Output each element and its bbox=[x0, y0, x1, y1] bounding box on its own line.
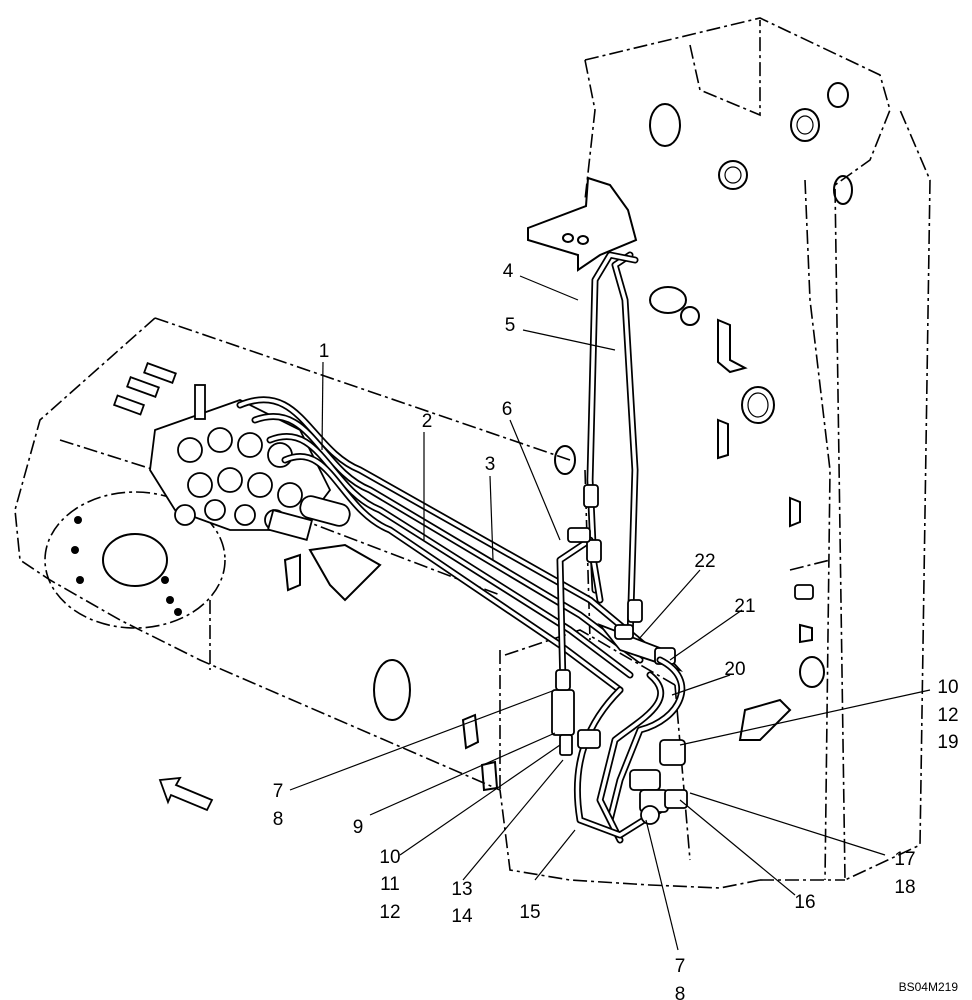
tower-tubes bbox=[556, 251, 643, 689]
callout-8-bottom: 8 bbox=[675, 984, 686, 1000]
leader-lines bbox=[289, 275, 931, 951]
callout-10-left: 10 bbox=[379, 847, 400, 868]
callout-9: 9 bbox=[353, 817, 364, 838]
callout-7-left: 7 bbox=[273, 781, 284, 802]
callout-7-bottom: 7 bbox=[675, 956, 686, 977]
callout-11: 11 bbox=[380, 874, 400, 895]
upper-bracket bbox=[527, 176, 638, 272]
forward-arrow-icon bbox=[158, 776, 214, 812]
junction-manifold bbox=[551, 622, 688, 844]
callout-17: 17 bbox=[894, 849, 915, 870]
callout-15: 15 bbox=[519, 902, 540, 923]
chassis-frame bbox=[14, 317, 761, 889]
callout-21: 21 bbox=[734, 596, 755, 617]
callout-12-left: 12 bbox=[379, 902, 400, 923]
callout-19: 19 bbox=[937, 732, 958, 753]
callout-2: 2 bbox=[422, 411, 433, 432]
callout-22: 22 bbox=[694, 551, 715, 572]
drawing-code: BS04M219 bbox=[898, 980, 958, 994]
control-valve bbox=[112, 362, 351, 541]
callout-20: 20 bbox=[724, 659, 745, 680]
upright-frame bbox=[554, 17, 931, 882]
callout-labels: 1 2 3 4 5 6 7 8 9 10 11 12 13 14 15 7 8 … bbox=[273, 261, 959, 1000]
callout-8-left: 8 bbox=[273, 809, 284, 830]
callout-16: 16 bbox=[794, 892, 815, 913]
callout-10-right: 10 bbox=[937, 677, 958, 698]
callout-4: 4 bbox=[503, 261, 514, 282]
callout-5: 5 bbox=[505, 315, 516, 336]
callout-18: 18 bbox=[894, 877, 915, 898]
hose-bundle bbox=[236, 396, 654, 694]
callout-13: 13 bbox=[451, 879, 472, 900]
callout-3: 3 bbox=[485, 454, 496, 475]
callout-12-right: 12 bbox=[937, 705, 958, 726]
callout-14: 14 bbox=[451, 906, 473, 927]
callout-1: 1 bbox=[319, 341, 330, 362]
callout-6: 6 bbox=[502, 399, 513, 420]
